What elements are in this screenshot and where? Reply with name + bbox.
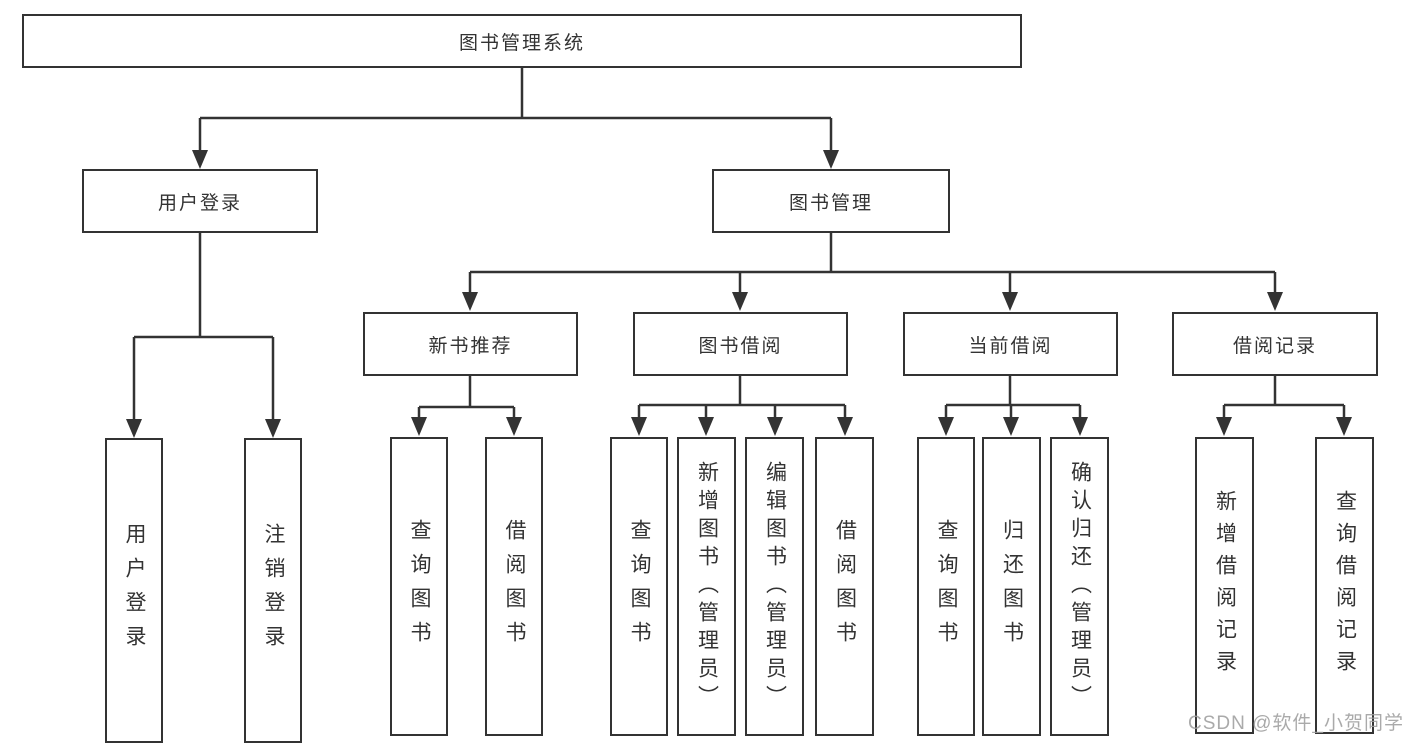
leaf-label: 用户登录 bbox=[123, 522, 146, 659]
node-library-management-system: 图书管理系统 bbox=[22, 14, 1022, 68]
node-user-login: 用户登录 bbox=[82, 169, 318, 233]
node-book-management: 图书管理 bbox=[712, 169, 950, 233]
leaf-label: 确认归还（管理员） bbox=[1068, 460, 1092, 713]
leaf-borrow-books: 借阅图书 bbox=[485, 437, 543, 736]
leaf-label: 借阅图书 bbox=[833, 518, 857, 655]
leaf-label: 查询借阅记录 bbox=[1333, 489, 1357, 682]
leaf-add-books-admin: 新增图书（管理员） bbox=[677, 437, 736, 736]
leaf-label: 注销登录 bbox=[262, 522, 285, 659]
node-label: 当前借阅 bbox=[968, 335, 1053, 357]
leaf-label: 归还图书 bbox=[1000, 518, 1024, 655]
node-label: 图书管理 bbox=[788, 192, 873, 214]
leaf-query-books: 查询图书 bbox=[917, 437, 975, 736]
leaf-label: 编辑图书（管理员） bbox=[763, 460, 787, 713]
node-book-borrowing: 图书借阅 bbox=[633, 312, 848, 376]
leaf-label: 新增图书（管理员） bbox=[695, 460, 719, 713]
leaf-confirm-return-admin: 确认归还（管理员） bbox=[1050, 437, 1109, 736]
node-label: 用户登录 bbox=[157, 192, 242, 214]
leaf-edit-books-admin: 编辑图书（管理员） bbox=[745, 437, 804, 736]
node-borrowing-records: 借阅记录 bbox=[1172, 312, 1378, 376]
leaf-return-books: 归还图书 bbox=[982, 437, 1041, 736]
node-new-book-recommendation: 新书推荐 bbox=[363, 312, 578, 376]
leaf-label: 查询图书 bbox=[935, 518, 958, 655]
node-label: 图书管理系统 bbox=[458, 32, 585, 54]
leaf-query-books: 查询图书 bbox=[390, 437, 448, 736]
leaf-borrow-books: 借阅图书 bbox=[815, 437, 874, 736]
node-current-borrowing: 当前借阅 bbox=[903, 312, 1118, 376]
leaf-add-borrowing-record: 新增借阅记录 bbox=[1195, 437, 1254, 734]
leaf-query-borrowing-record: 查询借阅记录 bbox=[1315, 437, 1374, 734]
leaf-user-login: 用户登录 bbox=[105, 438, 163, 743]
leaf-label: 查询图书 bbox=[628, 518, 651, 655]
leaf-label: 新增借阅记录 bbox=[1213, 489, 1237, 682]
node-label: 图书借阅 bbox=[698, 335, 783, 357]
arrowheads bbox=[126, 150, 1352, 438]
csdn-watermark: CSDN @软件_小贺同学 bbox=[1188, 713, 1404, 734]
leaf-label: 借阅图书 bbox=[503, 518, 526, 655]
leaf-query-books: 查询图书 bbox=[610, 437, 668, 736]
leaf-logout: 注销登录 bbox=[244, 438, 302, 743]
node-label: 新书推荐 bbox=[428, 335, 513, 357]
leaf-label: 查询图书 bbox=[408, 518, 431, 655]
node-label: 借阅记录 bbox=[1232, 335, 1317, 357]
